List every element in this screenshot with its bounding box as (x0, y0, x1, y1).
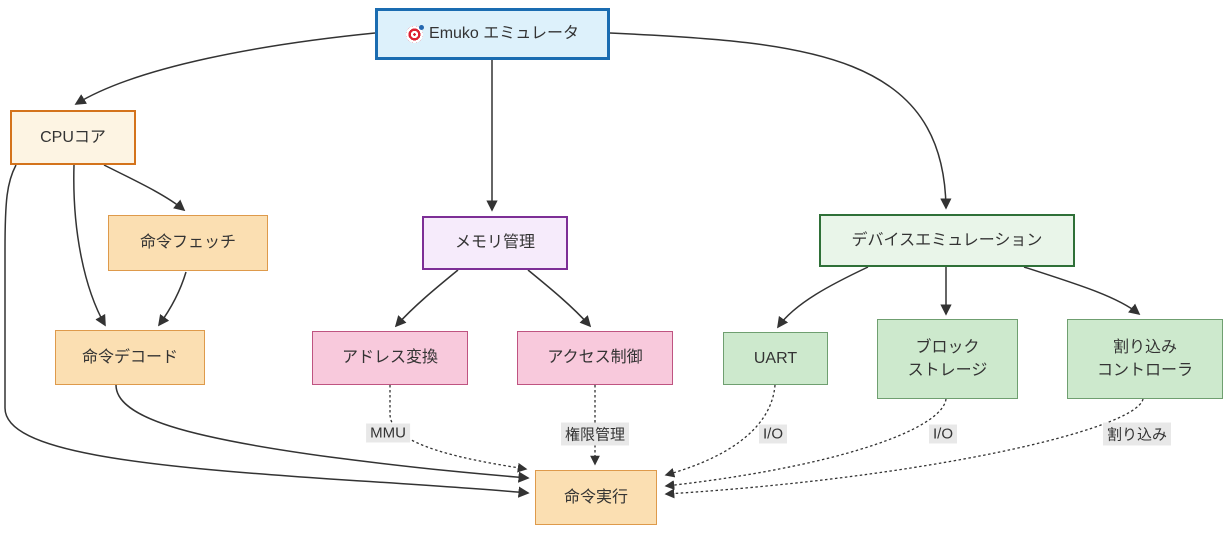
node-label-access: アクセス制御 (547, 349, 643, 367)
edge-label-permission: 権限管理 (560, 422, 630, 446)
edge-cpu-fetch (103, 164, 186, 212)
edge-device-uart (777, 266, 869, 329)
edge-cpu-exec (4, 164, 530, 498)
node-label-uart: UART (753, 349, 798, 367)
node-label-intc: 割り込み コントローラ (1096, 338, 1193, 379)
node-label-cpu: CPUコア (40, 128, 106, 146)
edge-emuko-device (609, 32, 952, 210)
target-icon (406, 24, 425, 43)
edge-uart-exec (664, 384, 776, 478)
node-label-device: デバイスエミュレーション (851, 231, 1043, 249)
edge-addr-exec (389, 385, 528, 473)
edge-intc-exec (664, 398, 1144, 499)
edge-block-exec (664, 398, 947, 490)
edge-memory-addr (394, 269, 459, 328)
edge-device-intc (1023, 266, 1141, 316)
node-label-addr: アドレス変換 (341, 349, 438, 367)
node-interrupt-controller: 割り込み コントローラ (1067, 319, 1223, 399)
node-cpu-core: CPUコア (10, 110, 136, 165)
node-access-control: アクセス制御 (517, 331, 673, 385)
node-block-storage: ブロック ストレージ (877, 319, 1018, 399)
node-label-fetch: 命令フェッチ (139, 234, 236, 252)
node-instruction-fetch: 命令フェッチ (108, 215, 268, 271)
edge-label-interrupt: 割り込み (1102, 422, 1172, 446)
edge-fetch-decode (158, 271, 187, 327)
node-label-emuko: Emuko エミュレータ (429, 25, 579, 43)
node-memory-management: メモリ管理 (422, 216, 568, 270)
node-device-emulation: デバイスエミュレーション (819, 214, 1075, 267)
node-emuko-emulator: Emuko エミュレータ (375, 8, 610, 60)
edge-label-io-uart: I/O (758, 424, 788, 444)
node-label-exec: 命令実行 (563, 488, 628, 506)
edge-emuko-cpu (74, 32, 376, 105)
node-label-decode: 命令デコード (81, 348, 178, 366)
edge-label-mmu: MMU (366, 423, 410, 443)
node-instruction-execute: 命令実行 (535, 470, 657, 525)
edge-cpu-decode (73, 164, 106, 327)
node-label-memory: メモリ管理 (454, 234, 535, 252)
node-address-translation: アドレス変換 (312, 331, 468, 385)
edge-label-io-block: I/O (928, 424, 958, 444)
node-uart: UART (723, 332, 828, 385)
node-label-block: ブロック ストレージ (907, 338, 988, 379)
edge-memory-access (527, 269, 592, 328)
node-instruction-decode: 命令デコード (55, 330, 205, 385)
edge-decode-exec (115, 384, 530, 483)
